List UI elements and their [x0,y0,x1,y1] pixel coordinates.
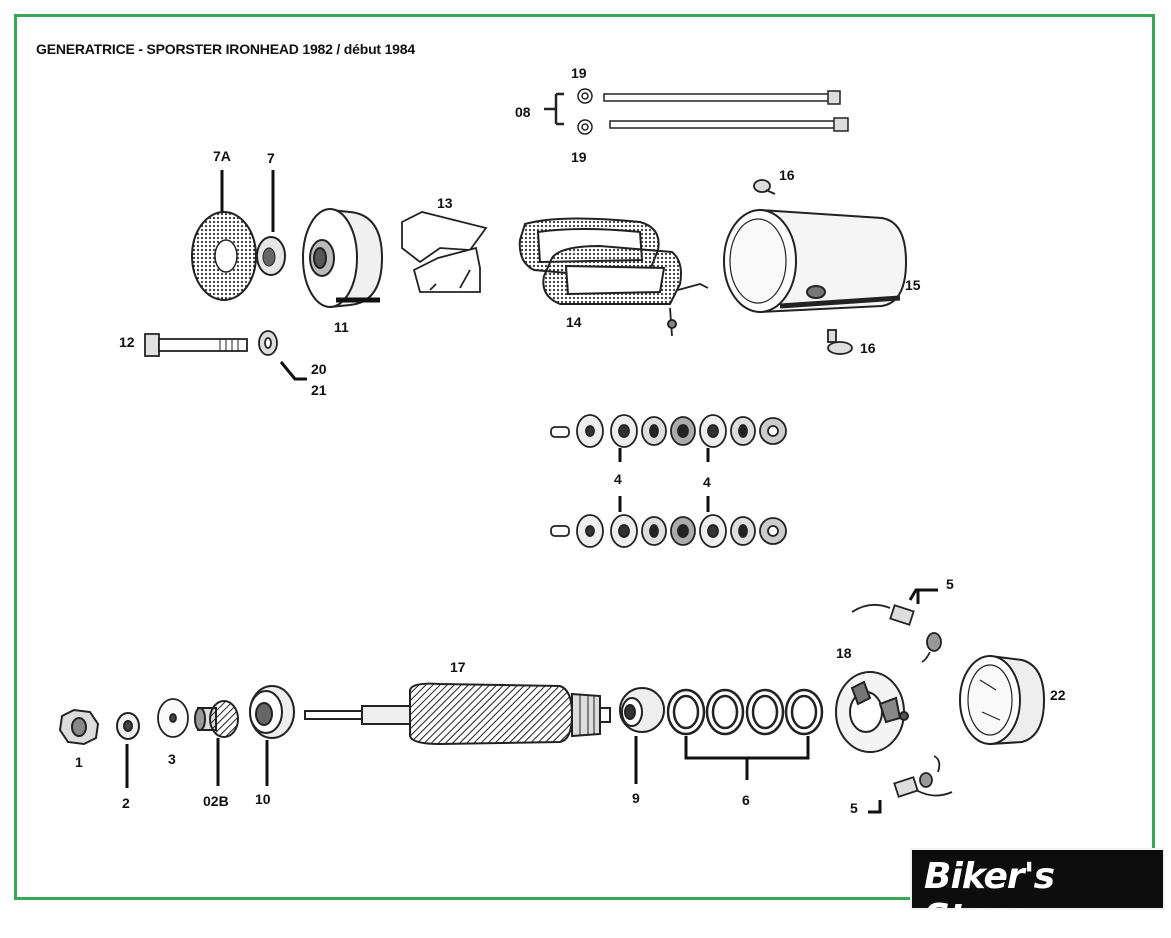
bolt-12 [144,330,307,381]
label-9: 9 [632,790,640,806]
end-frame-11 [302,208,384,309]
label-7: 7 [267,150,275,166]
bearing-10 [249,685,295,786]
label-19-top: 19 [571,65,587,81]
screw-16-top [753,179,776,195]
bearing-7 [256,170,286,276]
label-22: 22 [1050,687,1066,703]
bearing-9 [619,687,665,784]
drive-gear-02b [194,700,239,786]
housing-15 [723,208,908,314]
label-15: 15 [905,277,921,293]
exploded-parts-diagram: 7A 7 11 12 20 21 13 14 15 16 16 08 19 19… [58,65,1066,816]
label-4-right: 4 [703,474,711,490]
washer-stack-4-bottom [550,514,787,548]
washer-stack-4-top [550,414,787,448]
label-2: 2 [122,795,130,811]
gasket-7a [191,170,257,301]
label-16-top: 16 [779,167,795,183]
washer-2 [116,712,140,788]
washer-stack-leaders [618,448,710,512]
bikers-store-logo: Biker's Store [910,848,1165,938]
label-16-bottom: 16 [860,340,876,356]
label-13: 13 [437,195,453,211]
shims-6 [666,688,824,780]
armature-17 [304,682,611,746]
label-5-top: 5 [946,576,954,592]
nut-1 [58,708,100,746]
commutator-end-plate-18 [835,671,909,753]
label-12: 12 [119,334,135,350]
label-20: 20 [311,361,327,377]
diagram-frame [14,14,1155,900]
label-21: 21 [311,382,327,398]
label-5-bottom: 5 [850,800,858,816]
label-10: 10 [255,791,271,807]
label-17: 17 [450,659,466,675]
end-cover-22 [959,654,1046,746]
label-1: 1 [75,754,83,770]
label-3: 3 [168,751,176,767]
part-labels: 7A 7 11 12 20 21 13 14 15 16 16 08 19 19… [75,65,1066,816]
diagram-title: GENERATRICE - SPORSTER IRONHEAD 1982 / d… [36,41,415,57]
label-11: 11 [334,319,349,335]
field-coils-14 [518,217,709,337]
label-4-left: 4 [614,471,622,487]
label-18: 18 [836,645,852,661]
label-6: 6 [742,792,750,808]
screw-16-bottom [827,329,853,355]
washer-3 [157,698,189,738]
label-02b: 02B [203,793,229,809]
brush-5-top [851,588,942,663]
label-19-bottom: 19 [571,149,587,165]
through-bolts [544,88,849,135]
pole-shoes-13 [401,211,488,293]
label-7a: 7A [213,148,231,164]
label-08: 08 [515,104,531,120]
label-14: 14 [566,314,582,330]
brush-5-bottom [868,755,953,814]
logo-text: Biker's Store [924,856,1055,938]
